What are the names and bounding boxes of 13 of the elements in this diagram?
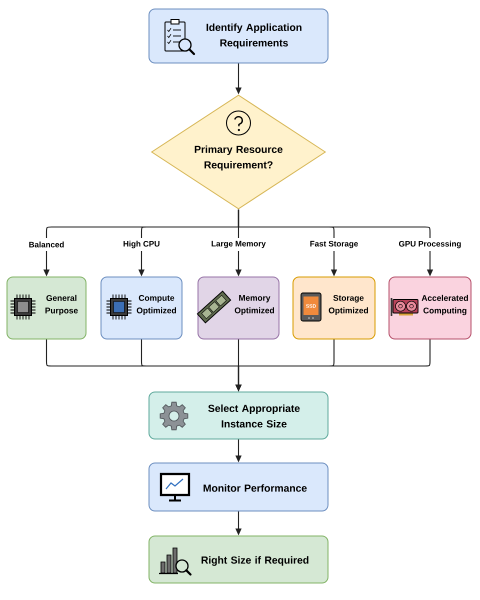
process-box: Identify Application Requirements: [148, 8, 328, 64]
option-box: Accelerated Computing: [388, 276, 472, 340]
option-box: Compute Optimized: [100, 276, 182, 340]
edge-label: Fast Storage: [308, 239, 360, 250]
edge-label: Balanced: [27, 240, 66, 249]
process-box: Monitor Performance: [148, 462, 328, 512]
edge-label: Large Memory: [210, 239, 268, 250]
edge-label: High CPU: [122, 239, 162, 250]
process-box: Select Appropriate Instance Size: [148, 392, 328, 440]
option-box: General Purpose: [6, 276, 86, 340]
option-box: Memory Optimized: [198, 276, 280, 340]
edge-label: GPU Processing: [397, 239, 463, 250]
process-box: Right Size if Required: [148, 536, 328, 584]
